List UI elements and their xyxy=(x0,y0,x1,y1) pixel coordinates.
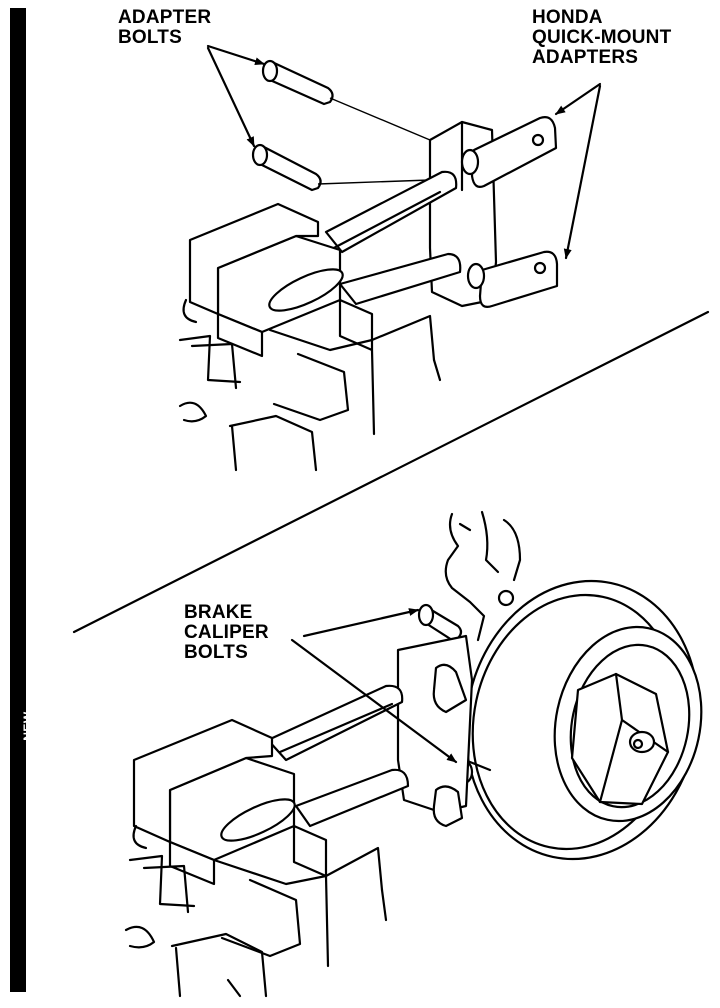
adapter-bolt-upper xyxy=(261,59,334,106)
adapter-bolt-lower xyxy=(251,143,322,192)
arrow-adapter-bolt-upper xyxy=(206,44,266,66)
clamp-block-bottom xyxy=(132,718,384,958)
guide-rods-top xyxy=(324,170,462,306)
arrow-quick-mount-upper xyxy=(554,82,602,116)
top-illustration xyxy=(178,59,559,472)
arrow-brake-caliper-upper xyxy=(302,608,420,638)
caliper-mounting-plate xyxy=(396,634,474,814)
leader-arrows xyxy=(206,44,602,764)
carriage-base-top xyxy=(178,298,442,472)
quick-mount-adapters-callout: HONDA QUICK-MOUNT ADAPTERS xyxy=(532,7,672,68)
carriage-base-bottom xyxy=(124,824,388,998)
guide-rods-bottom xyxy=(266,684,410,828)
brake-caliper-bolts-callout: BRAKE CALIPER BOLTS xyxy=(184,602,269,663)
arrow-adapter-bolt-lower xyxy=(206,46,256,148)
adapter-bolts-callout: ADAPTER BOLTS xyxy=(118,7,212,48)
quick-mount-adapter-upper xyxy=(460,116,558,188)
arrow-quick-mount-lower xyxy=(563,84,602,260)
bottom-illustration xyxy=(124,510,703,998)
quick-mount-adapter-lower xyxy=(466,250,559,308)
arrow-brake-caliper-lower xyxy=(290,638,458,764)
hub-nut xyxy=(570,672,670,806)
clamp-block-top xyxy=(188,202,436,422)
brake-caliper-bolt-upper xyxy=(417,603,463,642)
divider-line xyxy=(72,310,710,634)
steering-knuckle xyxy=(444,510,522,642)
sidebar-bar: NEW xyxy=(10,8,35,992)
